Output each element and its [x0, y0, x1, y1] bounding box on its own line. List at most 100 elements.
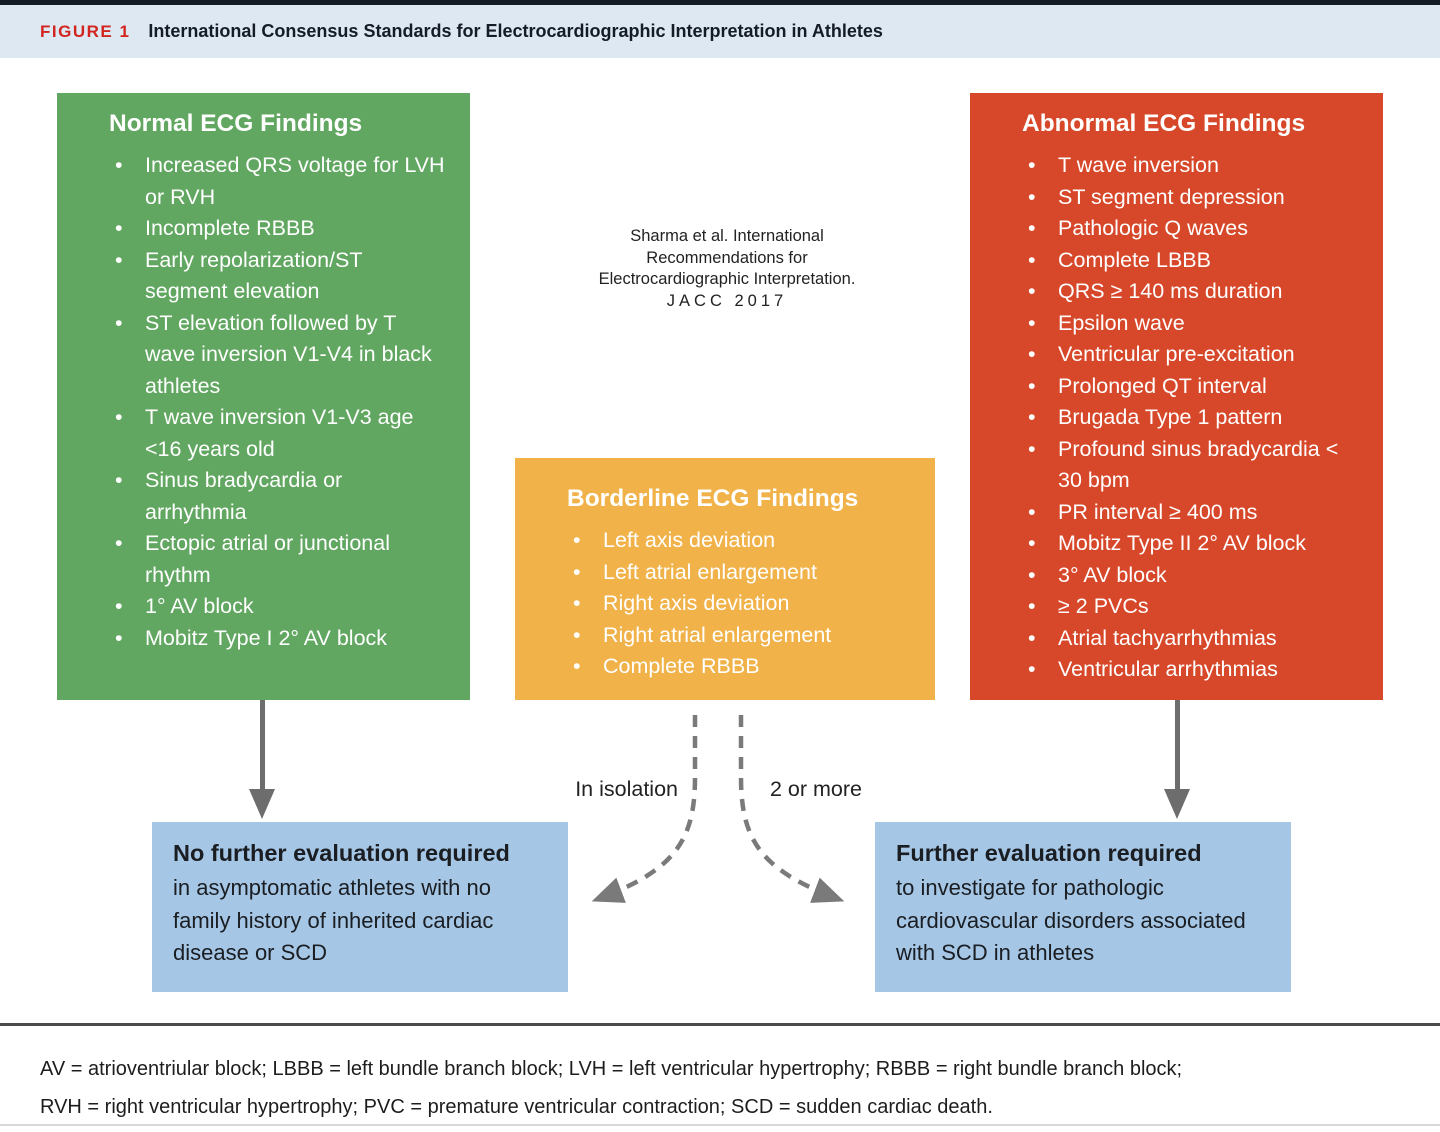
list-item: • 1° AV block — [115, 591, 446, 623]
list-item: • T wave inversion V1-V3 age <16 years ol… — [115, 402, 446, 465]
list-item-text: Ventricular arrhythmias — [1058, 657, 1278, 681]
list-item: • Brugada Type 1 pattern — [1028, 402, 1359, 434]
list-item-text: Right atrial enlargement — [603, 622, 832, 647]
list-item-text: Complete RBBB — [603, 654, 760, 678]
list-item-text: Left axis deviation — [603, 528, 776, 552]
list-item: •Ventricular pre-excitation — [1028, 339, 1359, 371]
bullet-icon: • — [1028, 310, 1036, 335]
bullet-icon: • — [1028, 499, 1036, 524]
bullet-icon: • — [573, 559, 581, 584]
list-item: •ST segment depression — [1028, 182, 1359, 214]
list-item-text: ST elevation followed by T wave inversio… — [145, 310, 432, 398]
panel-borderline-title: Borderline ECG Findings — [567, 485, 859, 512]
list-item: •3° AV block — [1028, 560, 1359, 592]
panel-borderline-ecg: Borderline ECG Findings • Left axis devia… — [515, 458, 935, 700]
arrow-head-icon — [1164, 789, 1190, 819]
bullet-icon: • — [115, 153, 123, 177]
list-item-text: PR interval ≥ 400 ms — [1058, 499, 1258, 524]
list-item-text: Atrial tachyarrhythmias — [1058, 625, 1277, 650]
list-item: • Atrial tachyarrhythmias — [1028, 623, 1359, 655]
panel-normal-title: Normal ECG Findings — [109, 110, 363, 137]
list-item-text: Prolonged QT interval — [1058, 373, 1267, 398]
bullet-icon: • — [1028, 247, 1036, 272]
figure-bottom-border — [0, 1124, 1440, 1126]
list-item-text: Mobitz Type I 2° AV block — [145, 625, 388, 650]
panel-abnormal-title: Abnormal ECG Findings — [1022, 110, 1306, 137]
footnote-line: AV = atrioventriular block; LBBB = left … — [40, 1058, 1183, 1080]
list-item: • Prolonged QT interval — [1028, 371, 1359, 403]
outcome-title: No further evaluation required — [173, 840, 510, 866]
bullet-icon: • — [1028, 405, 1036, 429]
list-item: •T wave inversion — [1028, 150, 1359, 182]
list-item-text: Incomplete RBBB — [145, 216, 315, 240]
bullet-icon: • — [115, 216, 123, 240]
citation-line: Electrocardiographic Interpretation. — [598, 270, 856, 288]
bullet-icon: • — [1028, 373, 1036, 398]
list-item-text: 3° AV block — [1058, 562, 1167, 587]
list-item: • Right atrial enlargement — [573, 620, 911, 652]
list-item: • Pathologic Q waves — [1028, 213, 1359, 245]
figure-top-border — [0, 0, 1440, 5]
bullet-icon: • — [1028, 184, 1036, 209]
list-item-text: T wave inversion V1-V3 age <16 years old — [145, 405, 414, 461]
outcome-further-evaluation: Further evaluation required to investiga… — [875, 822, 1291, 992]
bullet-icon: • — [115, 594, 123, 618]
list-item: • Left atrial enlargement — [573, 557, 911, 589]
list-item-text: Mobitz Type II 2° AV block — [1058, 531, 1307, 555]
list-item-text: 1° AV block — [145, 594, 254, 618]
list-item-text: Early repolarization/ST segment elevatio… — [145, 247, 363, 304]
bullet-icon: • — [115, 531, 123, 555]
list-item: •Profound sinus bradycardia < 30 bpm — [1028, 434, 1359, 497]
list-item: •QRS ≥ 140 ms duration — [1028, 276, 1359, 308]
arrow-line — [260, 700, 265, 792]
bullet-icon: • — [573, 654, 581, 678]
list-item-text: Left atrial enlargement — [603, 559, 817, 584]
list-item-text: Increased QRS voltage for LVH or RVH — [145, 153, 445, 209]
footnote-line: RVH = right ventricular hypertrophy; PVC… — [40, 1096, 993, 1118]
bullet-icon: • — [1028, 216, 1036, 240]
figure-header: FIGURE 1 International Consensus Standar… — [0, 5, 1440, 58]
list-item: • PR interval ≥ 400 ms — [1028, 497, 1359, 529]
outcome-no-further-evaluation: No further evaluation required in asympt… — [152, 822, 568, 992]
citation-text: Sharma et al. International Recommendati… — [527, 226, 927, 312]
list-item: •Right axis deviation — [573, 588, 911, 620]
list-item: • Mobitz Type II 2° AV block — [1028, 528, 1359, 560]
bullet-icon: • — [115, 405, 123, 429]
panel-normal-list: • Increased QRS voltage for LVH or RVH • In… — [57, 150, 470, 654]
list-item-text: Epsilon wave — [1058, 310, 1185, 335]
borderline-branch-arrows — [591, 715, 845, 903]
footnote-separator — [0, 1023, 1440, 1026]
list-item-text: Brugada Type 1 pattern — [1058, 405, 1283, 429]
list-item: • Sinus bradycardia or arrhythmia — [115, 465, 446, 528]
abbreviations-footnote: AV = atrioventriular block; LBBB = left … — [40, 1050, 1410, 1126]
list-item: • Mobitz Type I 2° AV block — [115, 623, 446, 655]
citation-line: JACC 2017 — [666, 291, 788, 310]
list-item: •≥ 2 PVCs — [1028, 591, 1359, 623]
bullet-icon: • — [115, 468, 123, 492]
bullet-icon: • — [1028, 657, 1036, 681]
bullet-icon: • — [573, 528, 581, 552]
list-item-text: Ventricular pre-excitation — [1058, 342, 1295, 366]
list-item-text: Sinus bradycardia or arrhythmia — [145, 468, 343, 524]
bullet-icon: • — [1028, 531, 1036, 555]
outcome-description: in asymptomatic athletes with no family … — [173, 875, 494, 965]
list-item: •Ectopic atrial or junctional rhythm — [115, 528, 446, 591]
branch-label-two-or-more: 2 or more — [770, 777, 863, 801]
list-item-text: Pathologic Q waves — [1058, 216, 1249, 240]
list-item: • Ventricular arrhythmias — [1028, 654, 1359, 686]
panel-abnormal-ecg: Abnormal ECG Findings •T wave inversion•… — [970, 93, 1383, 700]
bullet-icon: • — [1028, 625, 1036, 650]
branch-arrow-left-icon — [591, 715, 698, 903]
figure-title: International Consensus Standards for El… — [148, 21, 883, 41]
list-item: • ST elevation followed by T wave inversi… — [115, 308, 446, 403]
outcome-description: to investigate for pathologic cardiovasc… — [896, 875, 1246, 965]
citation-line: Recommendations for — [646, 248, 808, 267]
citation-line: Sharma et al. International — [630, 227, 824, 245]
bullet-icon: • — [573, 622, 581, 647]
panel-borderline-list: • Left axis deviation • Left atrial enlarge… — [515, 525, 935, 683]
list-item-text: T wave inversion — [1058, 153, 1219, 177]
bullet-icon: • — [115, 625, 123, 650]
bullet-icon: • — [115, 310, 123, 335]
branch-arrow-right-icon — [738, 715, 845, 903]
